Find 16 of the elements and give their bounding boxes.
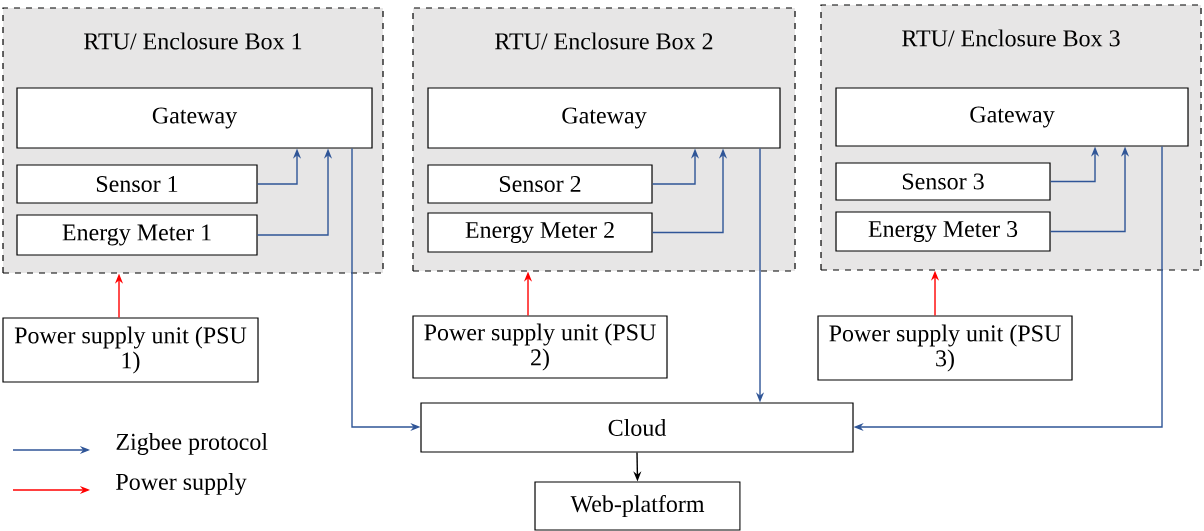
psu-box: Power supply unit (PSU 3): [817, 315, 1073, 381]
legend-text: Zigbee protocol: [116, 433, 268, 455]
gateway-box: Gateway: [835, 87, 1189, 147]
legend-text: Power supply: [116, 473, 247, 495]
gateway-box: Gateway: [427, 87, 781, 149]
psu-box: Power supply unit (PSU 2): [412, 315, 668, 379]
gateway-box: Gateway: [16, 87, 373, 149]
meter-box: Energy Meter 2: [427, 212, 653, 253]
platform-box: Web-platform: [534, 481, 741, 531]
meter-box: Energy Meter 3: [835, 211, 1051, 252]
sensor-box: Sensor 1: [16, 164, 258, 204]
meter-box: Energy Meter 1: [16, 214, 258, 256]
sensor-box: Sensor 2: [427, 164, 653, 204]
sensor-box: Sensor 3: [835, 162, 1051, 201]
psu-box: Power supply unit (PSU 1): [2, 317, 259, 383]
cloud-box: Cloud: [420, 402, 854, 453]
